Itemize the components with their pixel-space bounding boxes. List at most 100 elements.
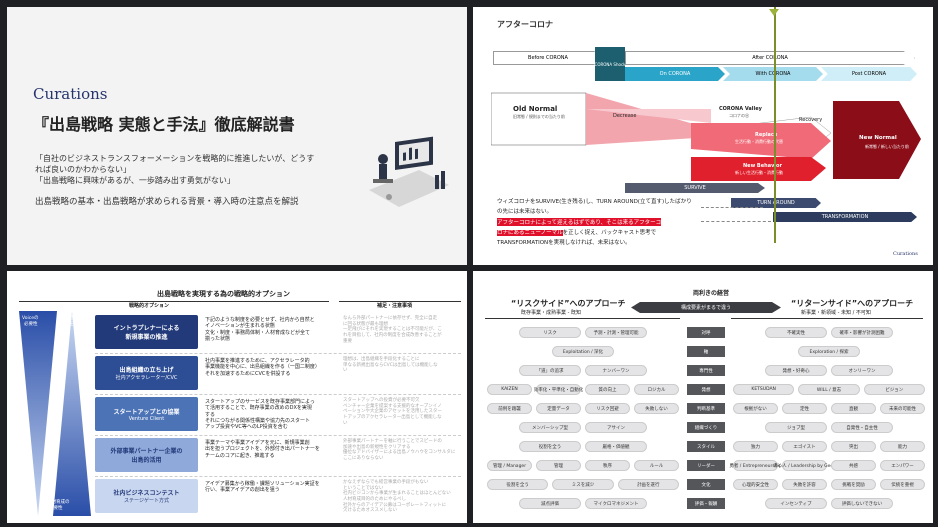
left-attribute-pill: 定量データ	[536, 403, 581, 414]
right-attribute-pill: 失敗を許容	[782, 479, 827, 490]
corona-valley-diagram	[491, 92, 921, 181]
axis-label: 任務度	[69, 322, 83, 327]
center-arrow: 構成要素がまるで違う	[631, 302, 781, 313]
now-marker-icon	[769, 9, 779, 16]
left-attribute-pill: 効率化・平準化・自動化	[534, 384, 583, 395]
note-line: 社内ビジコンから事業が生まれることはほとんどない	[343, 491, 451, 497]
bar-label: 構成要素がまるで違う	[680, 305, 731, 311]
row-divider	[95, 353, 461, 354]
row-divider	[95, 394, 461, 395]
strategy-option-box: 社内ビジネスコンテストステージゲート方式	[95, 479, 198, 513]
right-attribute-pill: 自発性・自主性	[831, 422, 893, 433]
option-name: 新規事業の推進	[125, 334, 168, 341]
right-attribute-pill: 不確実性	[765, 327, 827, 338]
left-attribute-pill: リスク	[519, 327, 581, 338]
new-normal-sub: 新常態 / 新しい当たり前	[865, 144, 909, 149]
left-approach-title: “リスクサイド”へのアプローチ	[511, 299, 626, 308]
category-label: 発想	[687, 384, 725, 395]
category-label: 判断基準	[687, 403, 725, 414]
description-line: それにつながる関係性構築や協力先のスタート	[205, 417, 311, 424]
slide-title-text: アフターコロナ	[497, 20, 553, 29]
quote-line: 「出島戦略に興味があるが、一歩踏み出す勇気がない」	[35, 176, 235, 185]
slide-title[interactable]: Curations 『出島戦略 実態と手法』徹底解説書 「自社のビジネストランス…	[7, 7, 467, 265]
right-attribute-pill: 直観	[831, 403, 876, 414]
option-note: かなえずならでも経営事業の手段がもないということではない社内ビジコンから事業が生…	[343, 480, 461, 514]
description-line: それを加速するためにCVCを併設する	[205, 370, 291, 377]
note-line: かなえずならでも経営事業の手段がもない	[343, 480, 429, 485]
note-line: トアップのアクセラレーター出島として機能しな	[343, 414, 442, 420]
body-text: TRANSFORMATIONを実現しなければ、未来はない。	[497, 240, 631, 246]
body-text: の先には未来はない。	[497, 209, 553, 215]
left-attribute-pill: 予測・計測・管理可能	[585, 327, 647, 338]
slide-strategic-options[interactable]: 出島戦略を実現する為の戦略的オプション 戦略的オプション 補足・注意事項 Voi…	[7, 271, 467, 523]
description-line: アイデア募集から稼働・課題ソリューション実証を	[205, 481, 320, 487]
note-line: い	[343, 420, 348, 426]
left-attribute-pill: ナンバーワン	[585, 365, 647, 376]
slide-after-corona[interactable]: アフターコロナ Before CORONA CORONA Shock After…	[473, 7, 933, 265]
category-label: 組織づくり	[687, 422, 725, 433]
left-attribute-pill: 管理	[536, 460, 581, 471]
left-attribute-pill: アサイン	[585, 422, 647, 433]
category-label: 軸	[687, 346, 725, 357]
note-line: スタートアップへの投資が必要不可欠	[343, 398, 420, 403]
note-line: 一足飛びにそれを実現することは不可能だが、こ	[343, 327, 442, 333]
left-attribute-pill: ルール	[634, 460, 679, 471]
option-name: イントラプレナーによる	[113, 325, 180, 332]
bar-label: After CORONA	[752, 55, 788, 61]
slide-title-text: 『出島戦略 実態と手法』徹底解説書	[33, 115, 295, 134]
description-line: 行い、事業アイデアの創出を狙う	[205, 487, 280, 494]
description-line: 事業機能を中心に、出島組織を作る（一国二制度）	[205, 364, 320, 371]
note-line: ベーションや大企業のアセットを活用したスター	[343, 409, 442, 415]
note-line: に回る状態が最も理想	[343, 321, 388, 327]
left-attribute-pill: 質の向上	[585, 384, 630, 395]
description-line: する	[205, 411, 216, 418]
note-line: い	[343, 368, 348, 374]
note-line: 欠けるためオススメしない	[343, 508, 397, 514]
column-header: 補足・注意事項	[377, 303, 413, 309]
slide-subtitle: 出島戦略の基本・出島戦略が求められる背景・導入時の注意点を解説	[35, 197, 299, 207]
option-sub: 社内アクセラレーター/CVC	[115, 375, 178, 381]
strategy-option-box: 外部事業パートナー企業の出島的活用	[95, 438, 198, 472]
row-divider	[95, 435, 461, 436]
new-behavior-label: New Behavior	[743, 163, 782, 169]
row-divider	[95, 476, 461, 477]
left-attribute-pill: ロジカル	[634, 384, 679, 395]
bar-label: TRANSFORMATION	[821, 214, 869, 220]
left-attribute-pill: 管理 / Manager	[487, 460, 532, 471]
description-line: スタートアップのサービスを既存事業部門によっ	[205, 399, 315, 405]
left-attribute-pill: ミスを減少	[552, 479, 614, 490]
left-attribute-pill: 失敗しない	[634, 403, 679, 414]
right-attribute-pill: エゴイスト	[782, 441, 827, 452]
note-line: 加速や出島の新規性をクリアする	[343, 444, 411, 450]
strategy-option-box: イントラプレナーによる新規事業の推進	[95, 315, 198, 349]
right-attribute-pill: WILL / 意志	[798, 384, 860, 395]
note-line: ベンチャー企業を提案する支援的なオープンイノ	[343, 403, 442, 409]
replace-sub: 生活行動・消費行動の代替	[735, 139, 783, 144]
description-line: イノベーションが生まれる状態	[205, 323, 275, 330]
recovery-label: Recovery	[799, 117, 823, 123]
replace-label: Replace	[755, 132, 778, 138]
option-name: 出島組織の立ち上げ	[119, 367, 174, 374]
right-attribute-pill: ジョブ型	[765, 422, 827, 433]
category-label: 文化	[687, 479, 725, 490]
option-note: なんら外部パートナーに依存せず、完全に自走に回る状態が最も理想一足飛びにそれを実…	[343, 316, 461, 344]
corona-valley-label: CORONA Valley	[719, 106, 762, 112]
right-attribute-pill: 評価しないできない	[831, 498, 893, 509]
option-note: 外部事業パートナーを軸に行うことでスピードの加速や出島の新規性をクリアする優位な…	[343, 439, 461, 462]
left-attribute-pill: 秩序	[585, 460, 630, 471]
note-line: 社外からのアイデア公募はコーポレートフィットに	[343, 502, 447, 508]
column-header: 戦略的オプション	[129, 303, 170, 309]
option-description: 社内事業を推進するために、アクセラレータ的事業機能を中心に、出島組織を作る（一国…	[205, 358, 330, 377]
option-sub: Venture Client	[128, 415, 165, 422]
curations-logo: Curations	[33, 85, 108, 103]
bar-label: SURVIVE	[684, 185, 706, 191]
description-line: 文化・制度・事務局体制・人材育成などが全て	[205, 329, 311, 336]
slide-ambidextrous[interactable]: 両利きの経営 “リスクサイド”へのアプローチ 既存事業・成熟事業 - 既知 “リ…	[473, 271, 933, 523]
note-line: 外部事業パートナーを軸に行うことでスピードの	[343, 439, 442, 444]
right-attribute-pill: オンリーワン	[831, 365, 893, 376]
right-attribute-pill: 挑戦を奨励	[831, 479, 876, 490]
left-attribute-pill: Exploitation / 深化	[552, 346, 614, 357]
right-attribute-pill: 突出	[831, 441, 876, 452]
right-attribute-pill: 能力	[880, 441, 925, 452]
